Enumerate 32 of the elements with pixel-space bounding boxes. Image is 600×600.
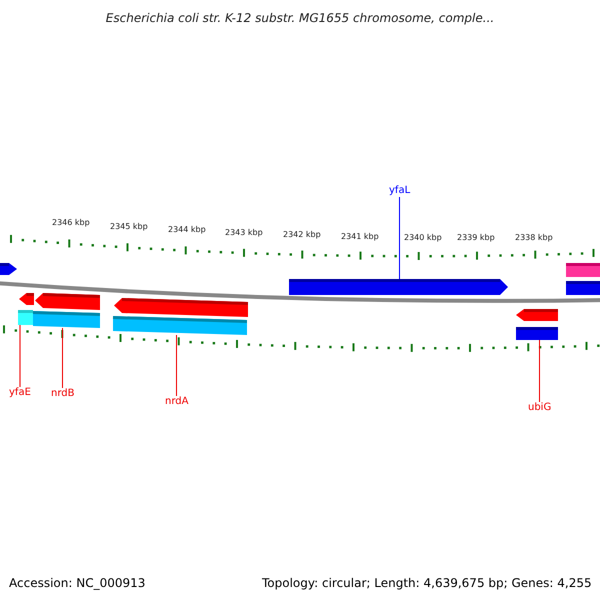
tick-label: 2343 kbp [225, 229, 263, 237]
leader-line [62, 328, 63, 388]
leader-line [176, 334, 177, 396]
gene-feature [0, 263, 17, 275]
gene-feature [289, 279, 508, 295]
gene-label: nrdA [165, 397, 188, 407]
tick-label: 2340 kbp [404, 234, 442, 242]
accession-text: Accession: NC_000913 [9, 577, 146, 589]
gene-bar [113, 316, 247, 335]
tick-label: 2345 kbp [110, 223, 148, 231]
tick-label: 2338 kbp [515, 234, 553, 242]
genome-info-text: Topology: circular; Length: 4,639,675 bp; Genes: 4,255 [262, 577, 592, 589]
gene-label: ubiG [528, 403, 552, 413]
tick-label: 2346 kbp [52, 219, 90, 227]
tick-label: 2344 kbp [168, 226, 206, 234]
tick-label: 2342 kbp [283, 231, 321, 239]
gene-bar [566, 263, 600, 277]
gene-label: yfaE [9, 388, 31, 398]
leader-line [399, 196, 400, 280]
tick-label: 2341 kbp [341, 233, 379, 241]
gene-bar [18, 310, 33, 325]
gene-bar [33, 311, 100, 328]
leader-line [539, 340, 540, 402]
gene-feature [114, 298, 248, 317]
tick-label: 2339 kbp [457, 234, 495, 242]
gene-label: yfaL [389, 186, 410, 196]
gene-bar [516, 327, 558, 340]
gene-feature [516, 309, 558, 321]
gene-label: nrdB [51, 389, 74, 399]
gene-feature [19, 293, 34, 305]
gene-bar [566, 281, 600, 295]
title: Escherichia coli str. K-12 substr. MG1655 chromosome, comple... [104, 12, 496, 24]
